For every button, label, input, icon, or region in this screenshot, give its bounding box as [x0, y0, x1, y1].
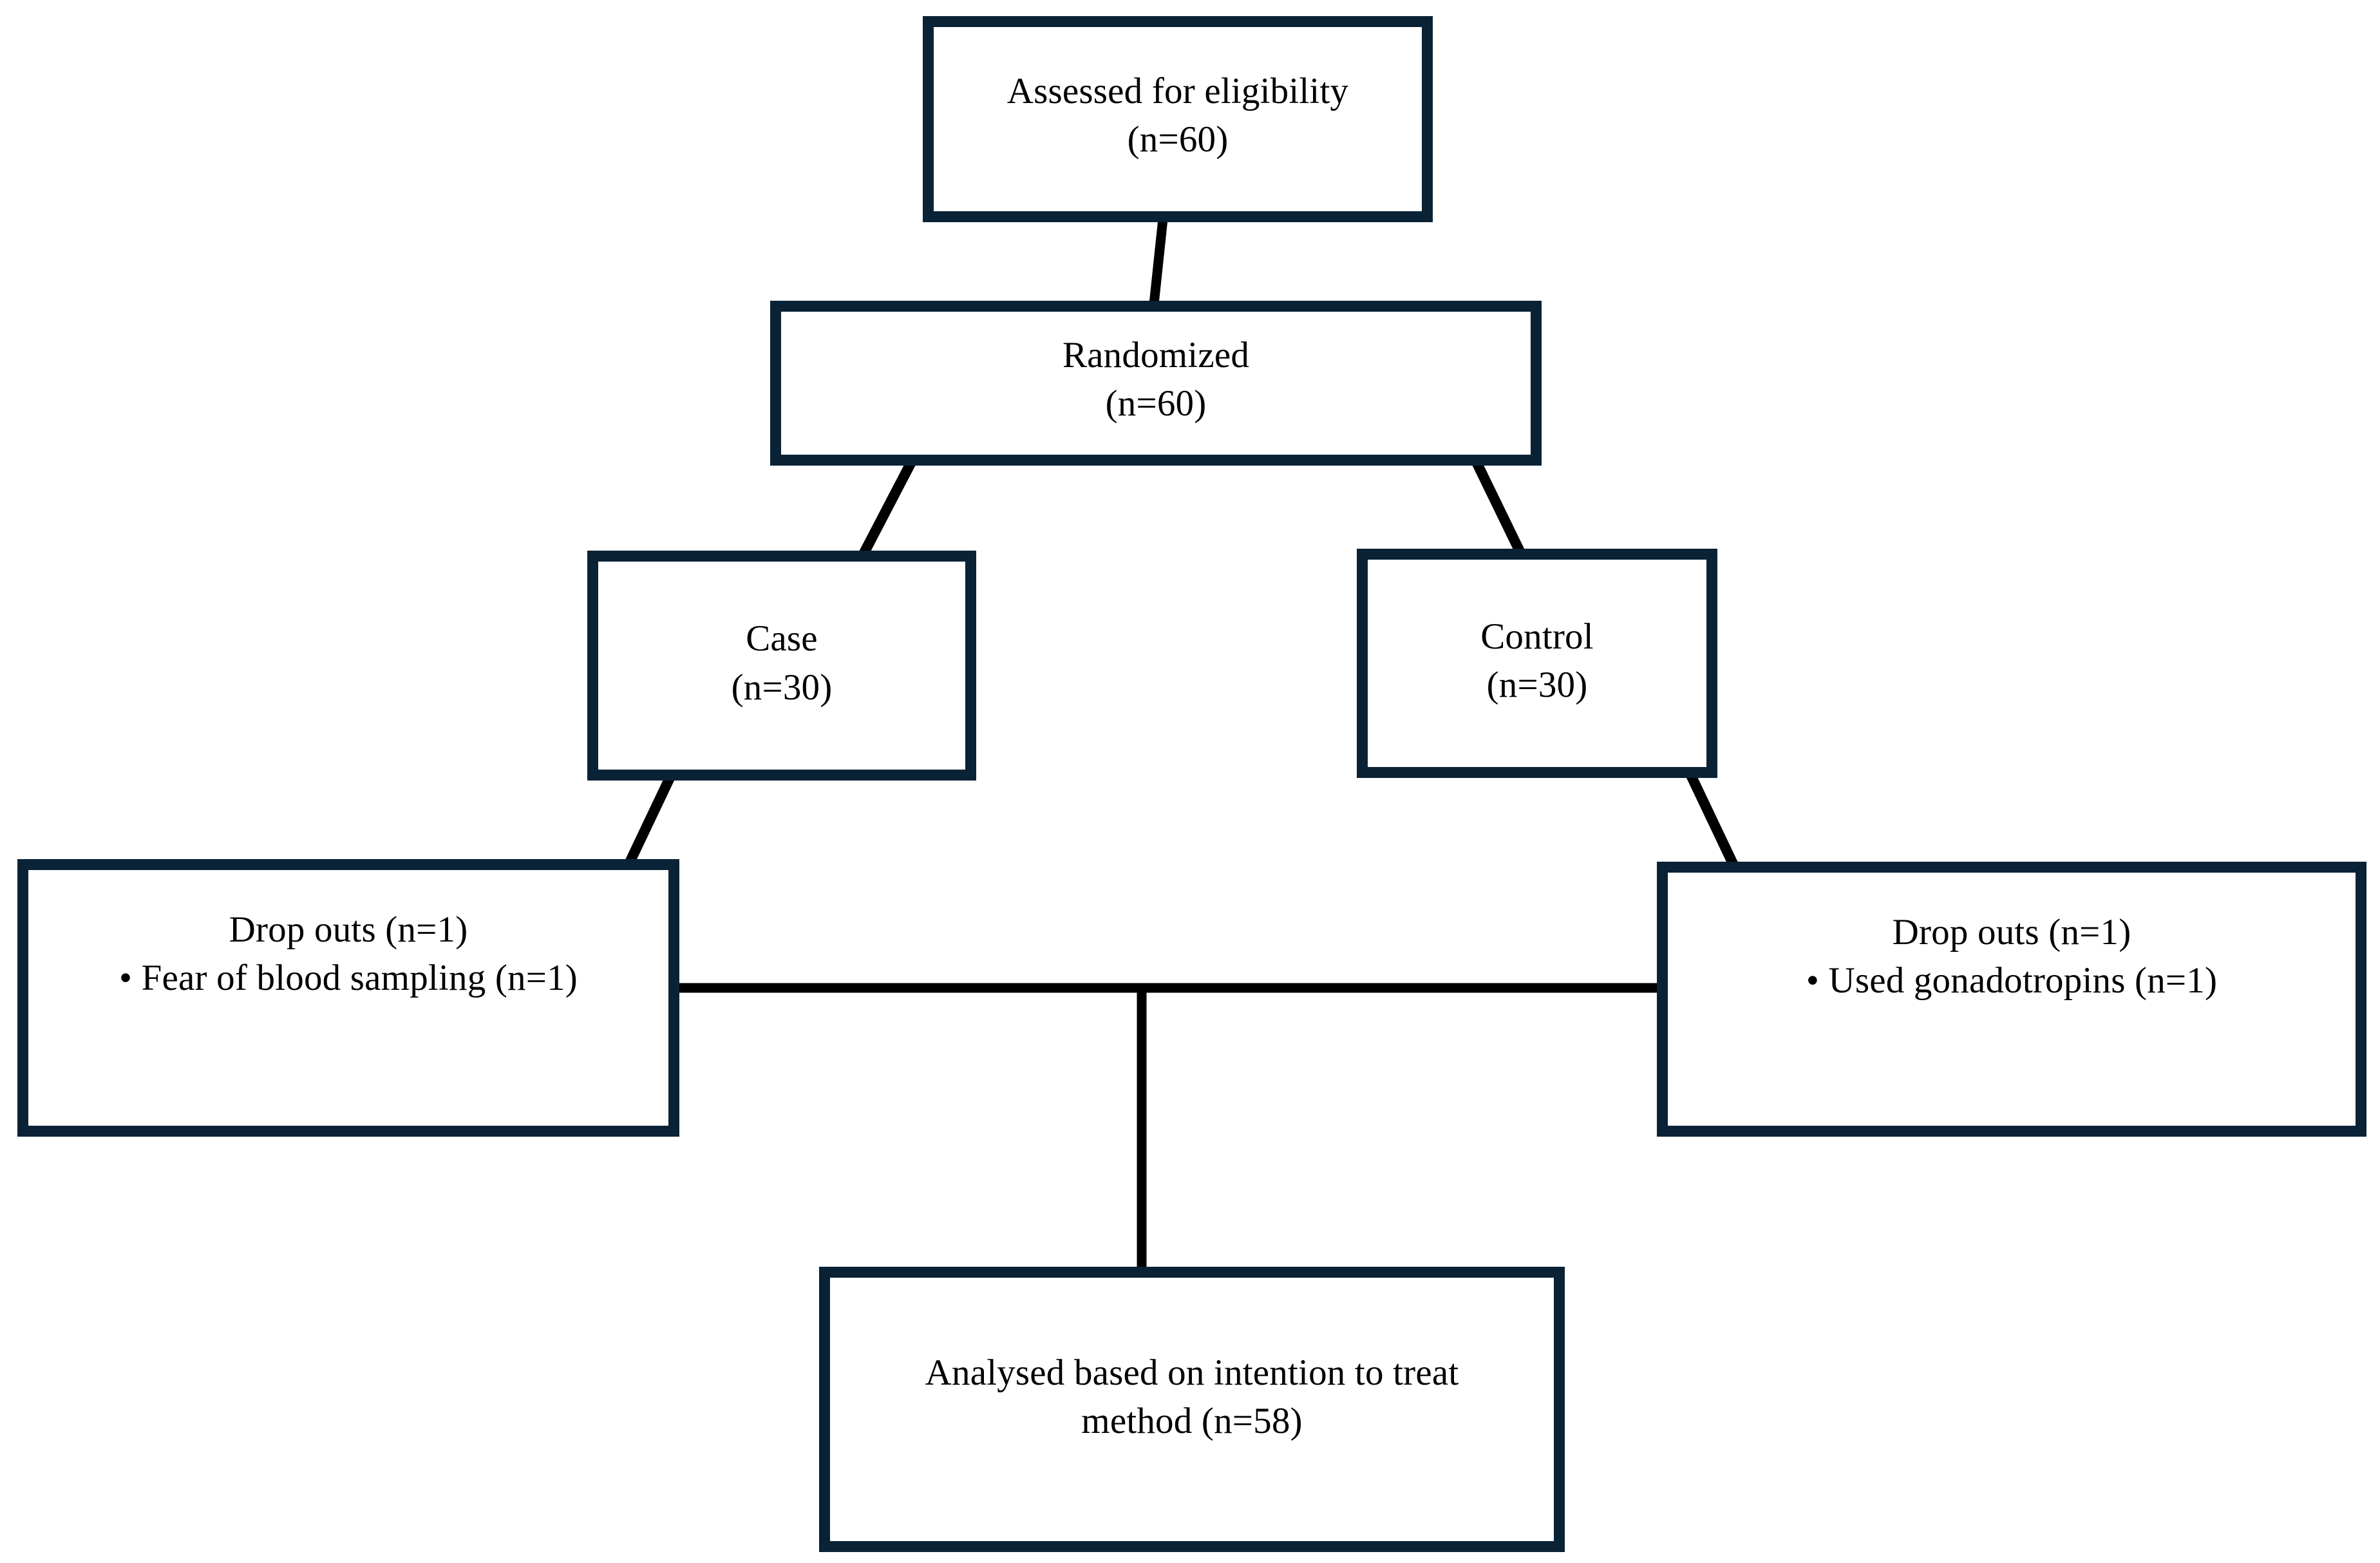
node-dropouts-case: Drop outs (n=1) • Fear of blood sampling…: [17, 859, 679, 1137]
node-case-label: Case (n=30): [731, 618, 833, 708]
node-dropouts-control-label: Drop outs (n=1) • Used gonadotropins (n=…: [1806, 912, 2218, 1001]
edge-case-dropouts: [623, 773, 676, 869]
node-randomized-label: Randomized (n=60): [1062, 335, 1250, 424]
node-randomized: Randomized (n=60): [770, 301, 1542, 466]
node-case: Case (n=30): [587, 551, 976, 781]
node-assessed-for-eligibility: Assessed for eligibility (n=60): [923, 16, 1433, 222]
node-dropouts-control: Drop outs (n=1) • Used gonadotropins (n=…: [1657, 862, 2366, 1137]
node-assessed-for-eligibility-label: Assessed for eligibility (n=60): [1006, 70, 1349, 160]
edge-randomized-control: [1471, 460, 1527, 558]
edge-randomized-case: [858, 460, 916, 558]
edge-control-dropouts: [1685, 772, 1739, 869]
edge-eligibility-randomized: [1149, 218, 1168, 305]
node-control: Control (n=30): [1357, 549, 1717, 778]
node-analysed-intention-to-treat: Analysed based on intention to treat met…: [819, 1267, 1565, 1552]
node-control-label: Control (n=30): [1480, 616, 1594, 705]
node-dropouts-case-label: Drop outs (n=1) • Fear of blood sampling…: [119, 909, 578, 999]
node-analysed-intention-to-treat-label: Analysed based on intention to treat met…: [925, 1352, 1459, 1442]
